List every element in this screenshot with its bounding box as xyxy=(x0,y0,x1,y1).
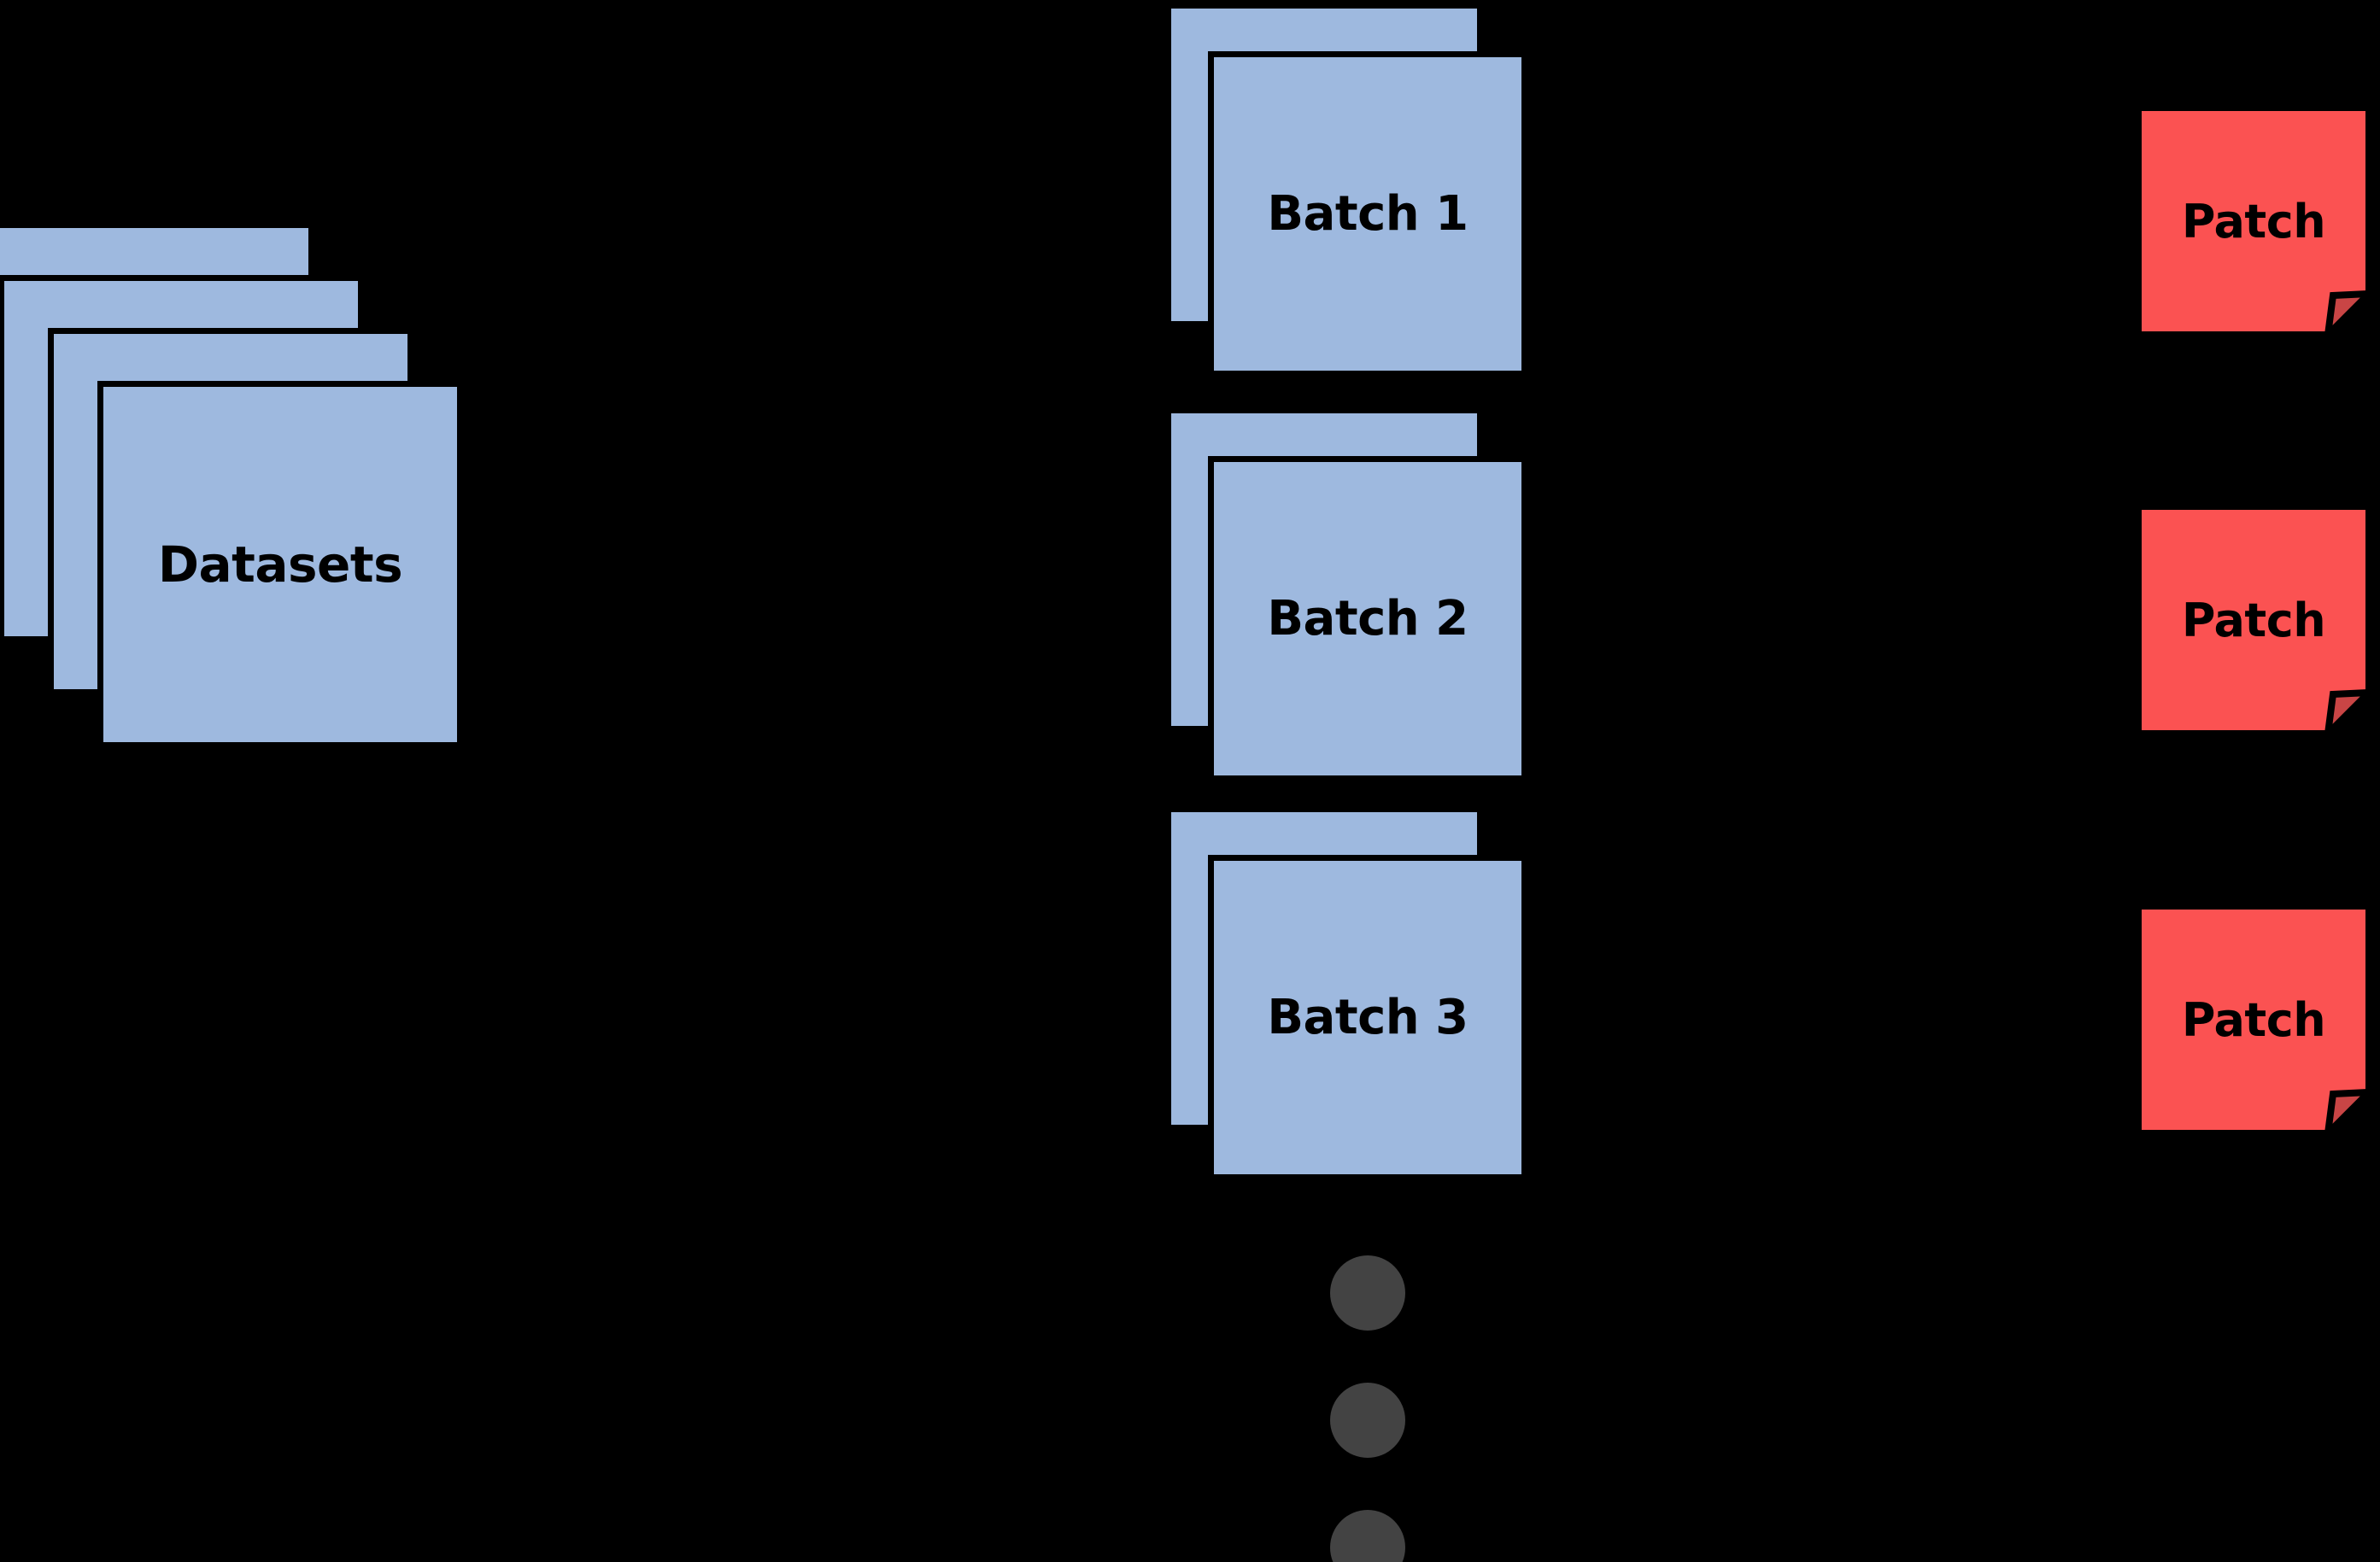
batch-2-label: Batch 2 xyxy=(1267,591,1468,646)
datasets-label: Datasets xyxy=(157,535,403,594)
patch-note-2[interactable]: Patch xyxy=(2135,503,2372,737)
patch-note-1[interactable]: Patch xyxy=(2135,104,2372,338)
batch-card-1[interactable]: Batch 1 xyxy=(1165,3,1533,378)
ellipsis-dot-1 xyxy=(1330,1255,1405,1331)
datasets-stack[interactable]: Datasets xyxy=(0,222,530,760)
ellipsis-dot-3 xyxy=(1330,1510,1405,1562)
vertical-ellipsis-icon xyxy=(1330,1255,1407,1562)
patch-note-shape-icon xyxy=(2135,104,2372,338)
datasets-layer-front xyxy=(97,381,463,748)
patch-note-shape-icon xyxy=(2135,903,2372,1137)
batch-card-3[interactable]: Batch 3 xyxy=(1165,806,1533,1182)
batch-2-front-layer: Batch 2 xyxy=(1208,456,1527,781)
ellipsis-dot-2 xyxy=(1330,1383,1405,1458)
batch-3-front-layer: Batch 3 xyxy=(1208,855,1527,1180)
batch-3-label: Batch 3 xyxy=(1267,990,1468,1045)
batch-card-2[interactable]: Batch 2 xyxy=(1165,407,1533,783)
batch-1-label: Batch 1 xyxy=(1267,186,1468,242)
batch-1-front-layer: Batch 1 xyxy=(1208,51,1527,377)
patch-note-shape-icon xyxy=(2135,503,2372,737)
patch-note-3[interactable]: Patch xyxy=(2135,903,2372,1137)
